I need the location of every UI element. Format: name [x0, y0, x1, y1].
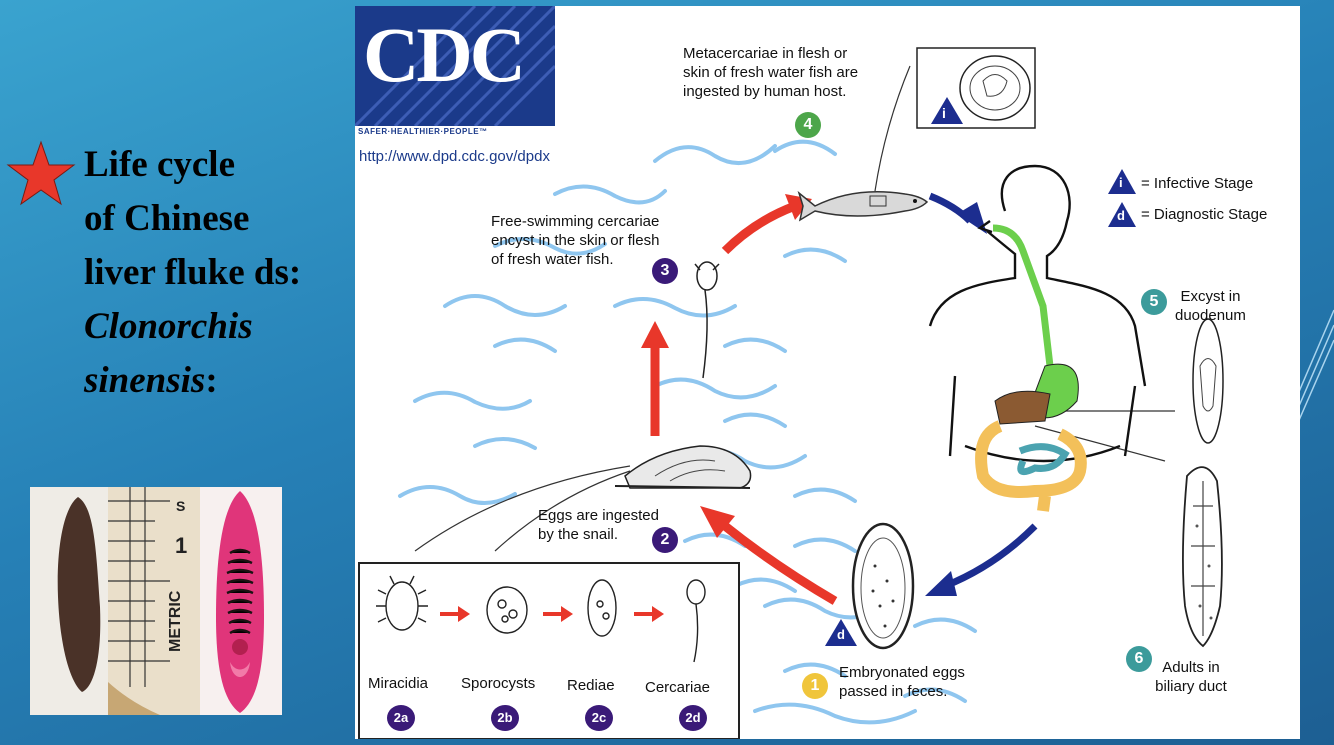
ruler-metric-text: METRIC: [167, 590, 184, 652]
title-colon: :: [205, 360, 217, 401]
stage-name: Miracidia: [368, 675, 428, 692]
step-1-badge: 1: [802, 673, 828, 699]
step-3-label: Free-swimming cercariae encyst in the sk…: [491, 212, 659, 269]
step-3-line: encyst in the skin or flesh: [491, 231, 659, 250]
stage-badge: 2d: [679, 705, 707, 731]
stained-fluke-photo: [200, 487, 282, 715]
legend-i-letter: i: [1119, 175, 1123, 190]
step-3-badge: 3: [652, 258, 678, 284]
miracidium-drawing: [386, 582, 418, 630]
step-1-line: passed in feces.: [839, 682, 965, 701]
title-line: of Chinese: [84, 192, 354, 246]
cercaria-drawing: [695, 262, 719, 378]
stage-name: Rediae: [567, 677, 615, 694]
step-1-line: Embryonated eggs: [839, 663, 965, 682]
ruler-s-mark: S: [176, 498, 185, 514]
step-5-label: Excyst in duodenum: [1175, 287, 1246, 325]
step-5-badge: 5: [1141, 289, 1167, 315]
step-4-badge: 4: [795, 112, 821, 138]
stage-badge: 2a: [387, 705, 415, 731]
step-2-label: Eggs are ingested by the snail.: [538, 506, 659, 544]
step-6-line: Adults in: [1136, 658, 1246, 677]
step-4-line: ingested by human host.: [683, 82, 858, 101]
step-5-line: Excyst in: [1175, 287, 1246, 306]
ruler-number: 1: [175, 533, 187, 558]
step-3-line: Free-swimming cercariae: [491, 212, 659, 231]
stage-name: Cercariae: [645, 679, 710, 696]
step-6-label: Adults in biliary duct: [1136, 658, 1246, 696]
legend-infective-text: = Infective Stage: [1141, 174, 1253, 193]
step-1-label: Embryonated eggs passed in feces.: [839, 663, 965, 701]
snail-stages-panel: Miracidia 2a Sporocysts 2b Rediae 2c Cer…: [358, 562, 740, 739]
slide-title: Life cycle of Chinese liver fluke ds: Cl…: [84, 138, 354, 408]
blue-arrows: [930, 196, 1035, 586]
step-5-line: duodenum: [1175, 306, 1246, 325]
cdc-logo-text: CDC: [363, 16, 523, 94]
excysted-fluke-drawing: [1193, 319, 1223, 443]
red-star-icon: [6, 140, 76, 206]
step-4-label: Metacercariae in flesh or skin of fresh …: [683, 44, 858, 101]
title-line-species: Clonorchis: [84, 300, 354, 354]
cdc-tagline: SAFER·HEALTHIER·PEOPLE™: [358, 127, 488, 136]
egg-drawing: [853, 524, 913, 648]
cdc-url-link[interactable]: http://www.dpd.cdc.gov/dpdx: [359, 148, 550, 165]
digestive-tract: [981, 228, 1081, 511]
adult-fluke-drawing: [1183, 467, 1222, 646]
cdc-logo: CDC: [355, 6, 555, 131]
step-4-line: skin of fresh water fish are: [683, 63, 858, 82]
cercaria-small-drawing: [687, 580, 705, 604]
fluke-ruler-photo: S 1 METRIC: [30, 487, 202, 715]
title-species-word: sinensis: [84, 360, 205, 401]
title-line: liver fluke ds:: [84, 246, 354, 300]
step-2-line: Eggs are ingested: [538, 506, 659, 525]
title-line-species-2: sinensis:: [84, 354, 354, 408]
infective-marker-letter: i: [942, 105, 946, 121]
stage-badge: 2c: [585, 705, 613, 731]
diagnostic-marker-letter: d: [837, 627, 845, 642]
redia-drawing: [588, 580, 616, 636]
sporocyst-drawing: [487, 587, 527, 633]
step-2-badge: 2: [652, 527, 678, 553]
fish-figure: [799, 192, 927, 220]
step-2-line: by the snail.: [538, 525, 659, 544]
stage-name: Sporocysts: [461, 675, 535, 692]
step-4-line: Metacercariae in flesh or: [683, 44, 858, 63]
life-cycle-diagram: CDC SAFER·HEALTHIER·PEOPLE™ http://www.d…: [355, 6, 1300, 739]
title-line: Life cycle: [84, 138, 354, 192]
stage-badge: 2b: [491, 705, 519, 731]
snail-drawing: [615, 446, 751, 488]
legend-d-letter: d: [1117, 208, 1125, 223]
step-3-line: of fresh water fish.: [491, 250, 659, 269]
legend-diagnostic-text: = Diagnostic Stage: [1141, 205, 1267, 224]
step-6-line: biliary duct: [1136, 677, 1246, 696]
